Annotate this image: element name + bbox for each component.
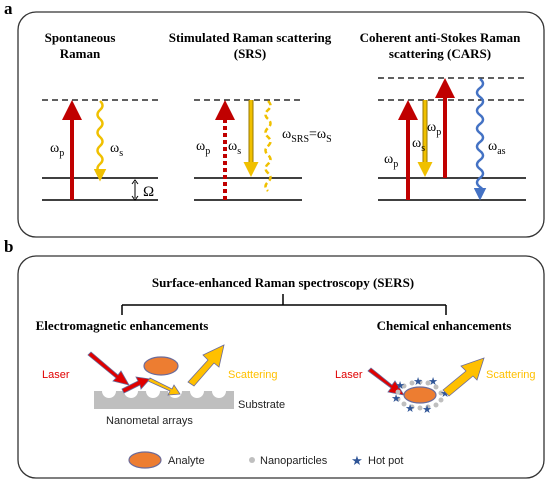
legend-analyte-swatch [128,451,162,469]
omega-srs-label: ωSRS=ωS [282,127,332,145]
omega-s-label: ωs [228,139,241,157]
laser-arrow [87,351,130,386]
analyte [403,386,437,404]
srs-diagram: Stimulated Raman scattering (SRS) ωp ωs … [169,30,332,201]
small-scatter-arrow [147,377,181,396]
chemical-illustration: ★ ★ ★ ★ ★ ★ ★ Laser Scattering [335,357,536,416]
right-scattering-label: Scattering [486,369,536,381]
hotspot-stars: ★ ★ ★ ★ ★ ★ ★ [391,375,450,416]
hotspot-star: ★ [405,402,415,415]
hotspot-star: ★ [422,403,432,416]
bracket-tree [121,294,447,315]
legend-nanoparticles-label: Nanoparticles [260,455,328,467]
legend: Analyte Nanoparticles ★ Hot pot [128,451,403,469]
spontaneous-raman-diagram: Spontaneous Raman ωp ωs Ω [42,30,158,201]
raman-shift-label: Ω [143,184,154,200]
srs-title-line2: (SRS) [234,46,267,61]
omega-s-label: ωs [412,136,425,154]
cars-title-line1: Coherent anti-Stokes Raman [360,30,522,45]
left-scattering-label: Scattering [228,369,278,381]
enhancement-arrow [121,376,151,394]
omega-p1-label: ωp [384,152,398,170]
antistokes-wavy-arrow [473,78,487,201]
omega-p-label: ωp [196,139,210,157]
legend-analyte-label: Analyte [168,455,205,467]
electromagnetic-heading: Electromagnetic enhancements [36,318,209,333]
nanometal-substrate [94,391,234,409]
panel-a-label: a [4,0,13,18]
omega-as-label: ωas [488,139,506,157]
analyte [143,356,179,376]
right-laser-label: Laser [335,369,363,381]
hotspot-star: ★ [395,379,405,392]
chemical-heading: Chemical enhancements [377,318,512,333]
scattering-arrow [187,344,225,387]
sers-title: Surface-enhanced Raman spectroscopy (SER… [152,275,414,290]
cars-title-line2: scattering (CARS) [389,46,491,61]
electromagnetic-illustration: Laser Scattering Substrate Nanometal arr… [42,344,285,427]
panel-b-frame [17,255,545,479]
legend-hotspot-swatch: ★ [351,454,363,469]
hotspot-star: ★ [413,375,423,388]
left-laser-label: Laser [42,369,70,381]
omega-p2-label: ωp [427,120,441,138]
spontaneous-title-line2: Raman [60,46,101,61]
stokes-wavy-arrow [93,100,107,182]
legend-hotspot-label: Hot pot [368,455,403,467]
nanoparticle-shell [395,379,444,411]
omega-p-label: ωp [50,141,64,159]
legend-nanoparticle-swatch [249,457,255,463]
srs-title-line1: Stimulated Raman scattering [169,30,332,45]
hotspot-star: ★ [440,387,450,400]
srs-wavy-dashed-arrow [264,100,272,192]
panel-b-label: b [4,237,13,256]
hotspot-star: ★ [391,392,401,405]
cars-diagram: Coherent anti-Stokes Raman scattering (C… [360,30,526,201]
omega-s-label: ωs [110,141,123,159]
nanometal-label: Nanometal arrays [106,415,193,427]
substrate-label: Substrate [238,399,285,411]
spontaneous-title-line1: Spontaneous [45,30,116,45]
panel-a-frame [17,11,545,238]
scattering-arrow [442,357,485,397]
hotspot-star: ★ [428,375,438,388]
